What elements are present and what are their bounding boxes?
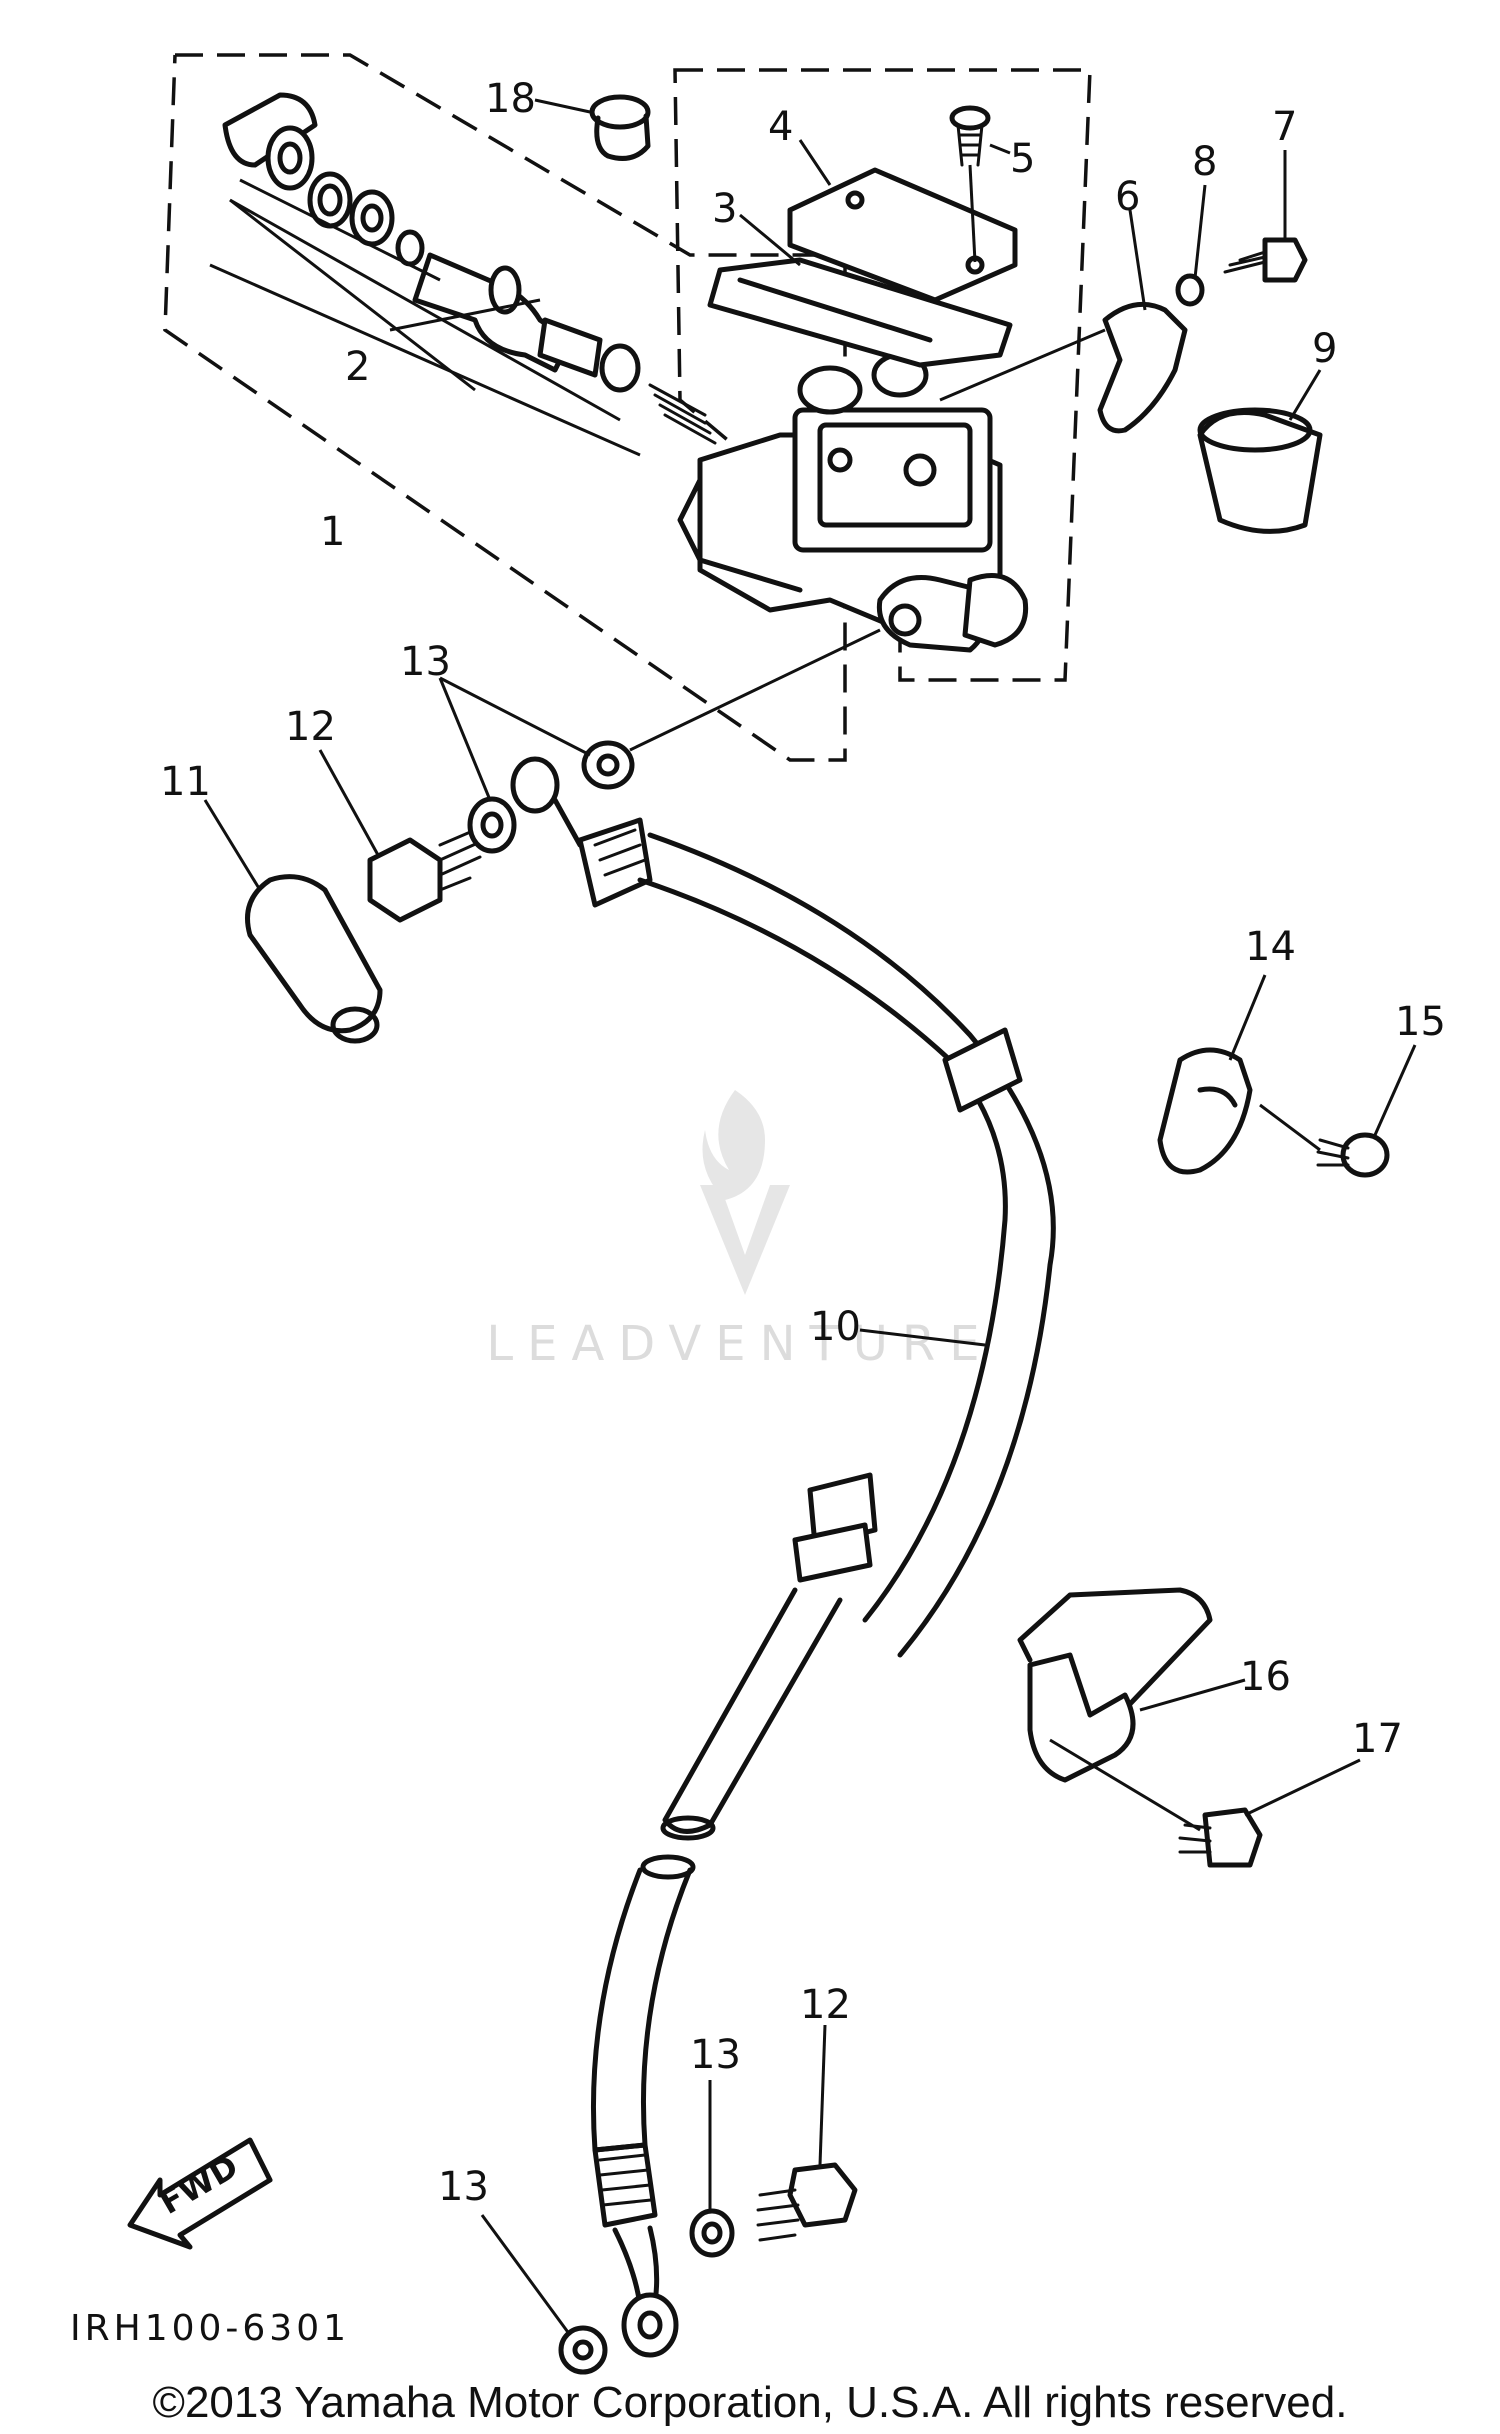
callout-14: 14 [1245,924,1296,970]
holder-6 [939,301,1188,434]
callout-8: 8 [1192,139,1217,185]
washer-13-upper-a [467,796,517,854]
callout-1: 1 [320,509,345,555]
callout-18: 18 [485,76,536,122]
watermark-text: LEADVENTURE [486,1316,993,1372]
callout-4: 4 [768,104,793,150]
bolt-17 [1178,1807,1263,1868]
fwd-arrow: FWD [127,2137,273,2250]
callout-9: 9 [1312,326,1337,372]
diagram-code: IRH100-6301 [70,2308,350,2349]
clamp-14 [1157,1047,1253,1175]
washer-13-upper-b [581,628,881,790]
callout-2: 2 [345,344,370,390]
callout-13-lower-a: 13 [438,2164,489,2210]
callout-13-upper: 13 [400,639,451,685]
callout-17: 17 [1352,1716,1403,1762]
callout-3: 3 [712,186,737,232]
reservoir-cap-4 [787,167,1018,303]
callout-16: 16 [1240,1654,1291,1700]
callout-15: 15 [1395,999,1446,1045]
diaphragm-3 [707,257,1013,368]
brake-hose-10 [510,756,1056,2358]
washer-13-lower-b [689,2208,735,2258]
screw-5 [949,105,991,263]
union-bolt-12-lower [756,2162,858,2242]
piston-kit-2 [209,92,717,457]
callout-11: 11 [160,759,211,805]
callout-7: 7 [1272,104,1297,150]
washer-8 [1175,273,1205,307]
callout-12-upper: 12 [285,704,336,750]
callout-5: 5 [1010,136,1035,182]
callout-13-lower-b: 13 [690,2032,741,2078]
screw-15 [1259,1103,1390,1178]
washer-13-lower-a [558,2325,608,2375]
callout-6: 6 [1115,174,1140,220]
union-bolt-12-upper [367,828,482,923]
watermark: LEADVENTURE [486,1090,993,1372]
copyright-notice: ©2013 Yamaha Motor Corporation, U.S.A. A… [152,2378,1348,2427]
callout-12-lower: 12 [800,1982,851,2028]
callout-leaders [203,98,1417,2336]
rubber-cap-11 [245,874,383,1044]
callout-labels: 18 4 5 3 6 7 8 9 2 1 13 12 11 14 15 10 1… [160,76,1446,2210]
master-cylinder-body [677,352,1029,653]
callout-10: 10 [810,1304,861,1350]
plug-18 [589,94,651,161]
cover-9 [1197,407,1323,534]
guide-16 [1017,1587,1213,1832]
bolt-7 [1223,237,1308,283]
